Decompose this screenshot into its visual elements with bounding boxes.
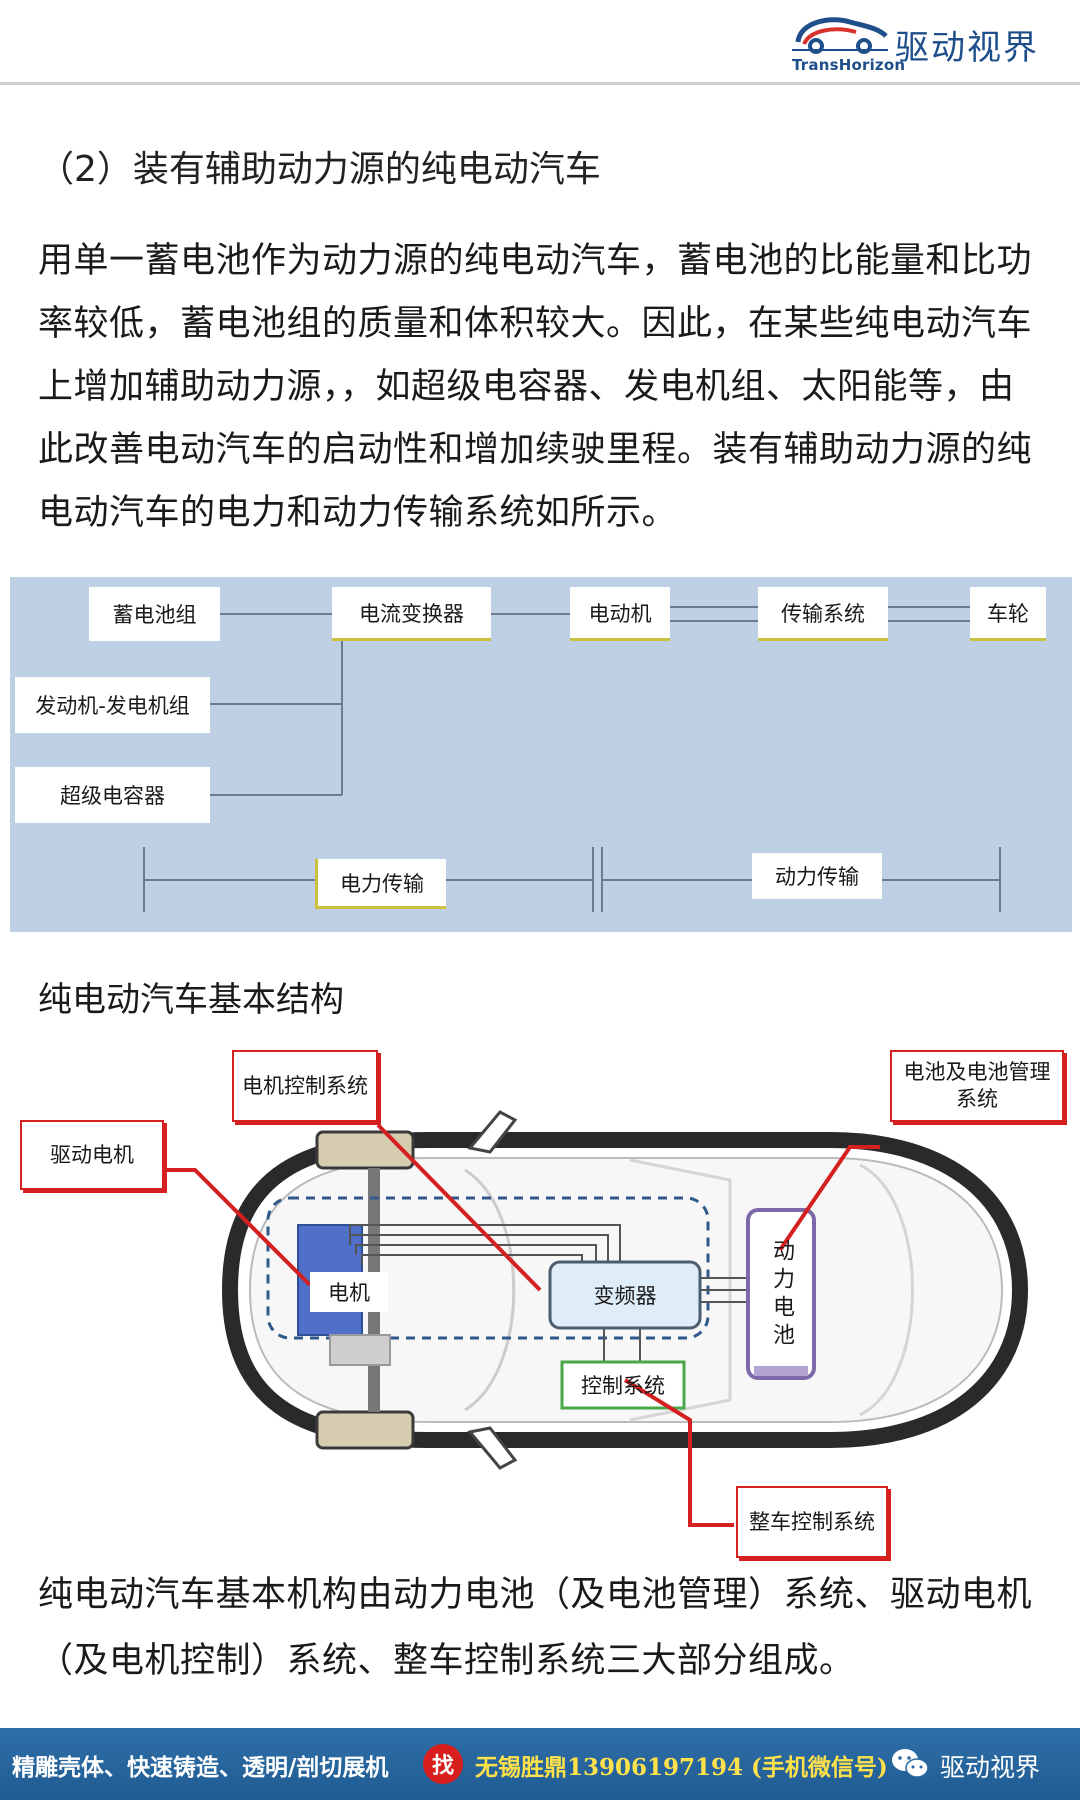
control-system-label: 控制系统 <box>581 1374 665 1398</box>
electric-motor-box: 电动机 <box>570 587 670 641</box>
wechat-icon <box>892 1749 929 1778</box>
transmission-system-box: 传输系统 <box>758 587 888 641</box>
supercapacitor-box: 超级电容器 <box>15 767 210 823</box>
closing-paragraph: 纯电动汽车基本机构由动力电池（及电池管理）系统、驱动电机（及电机控制）系统、整车… <box>38 1575 1033 1681</box>
current-converter-box: 电流变换器 <box>332 587 491 641</box>
structure-section-title: 纯电动汽车基本结构 <box>38 980 344 1020</box>
header: TransHorizon 驱动视界 <box>0 0 1080 85</box>
callout-motor-control-system: 电机控制系统 <box>232 1050 378 1122</box>
callout-drive-motor: 驱动电机 <box>20 1120 164 1190</box>
find-badge: 找 <box>423 1744 463 1784</box>
electric-transmission-label: 电力传输 <box>315 859 446 909</box>
inverter-label: 变频器 <box>593 1284 657 1308</box>
flow-connector-lines <box>143 606 1001 912</box>
logo-title: 驱动视界 <box>895 28 1039 68</box>
footer-promo-text: 精雕壳体、快速铸造、透明/剖切展机 <box>12 1754 389 1781</box>
motor-label: 电机 <box>310 1272 388 1312</box>
footer-brand-name: 驱动视界 <box>940 1753 1041 1782</box>
brand-logo: TransHorizon 驱动视界 <box>790 12 1070 76</box>
ev-structure-diagram: 电机控制系统 驱动电机 电池及电池管理系统 整车控制系统 电机 变频器 控制系统… <box>10 1040 1072 1560</box>
power-transmission-label: 动力传输 <box>752 853 882 899</box>
power-battery-label: 动力电池 <box>769 1239 794 1351</box>
intro-paragraph: 用单一蓄电池作为动力源的纯电动汽车，蓄电池的比能量和比功率较低，蓄电池组的质量和… <box>38 241 1033 533</box>
car-outline-illustration <box>160 1110 1029 1527</box>
callout-battery-management: 电池及电池管理系统 <box>890 1050 1064 1122</box>
car-swirl-logo-icon <box>792 17 888 54</box>
logo-subtitle: TransHorizon <box>792 56 906 74</box>
battery-pack-box: 蓄电池组 <box>89 587 220 641</box>
transmission-flow-diagram: 蓄电池组 电流变换器 电动机 传输系统 车轮 发动机-发电机组 超级电容器 电力… <box>10 577 1072 932</box>
header-divider <box>0 82 1080 85</box>
engine-generator-box: 发动机-发电机组 <box>15 677 210 733</box>
footer-ad-banner[interactable]: 精雕壳体、快速铸造、透明/剖切展机 找 无锡胜鼎13906197194 (手机微… <box>0 1728 1080 1800</box>
footer-contact-text: 无锡胜鼎13906197194 (手机微信号) <box>475 1754 888 1781</box>
callout-vehicle-control-system: 整车控制系统 <box>736 1486 888 1558</box>
wheel-box: 车轮 <box>970 587 1046 641</box>
section-subheading: （2）装有辅助动力源的纯电动汽车 <box>38 149 601 190</box>
